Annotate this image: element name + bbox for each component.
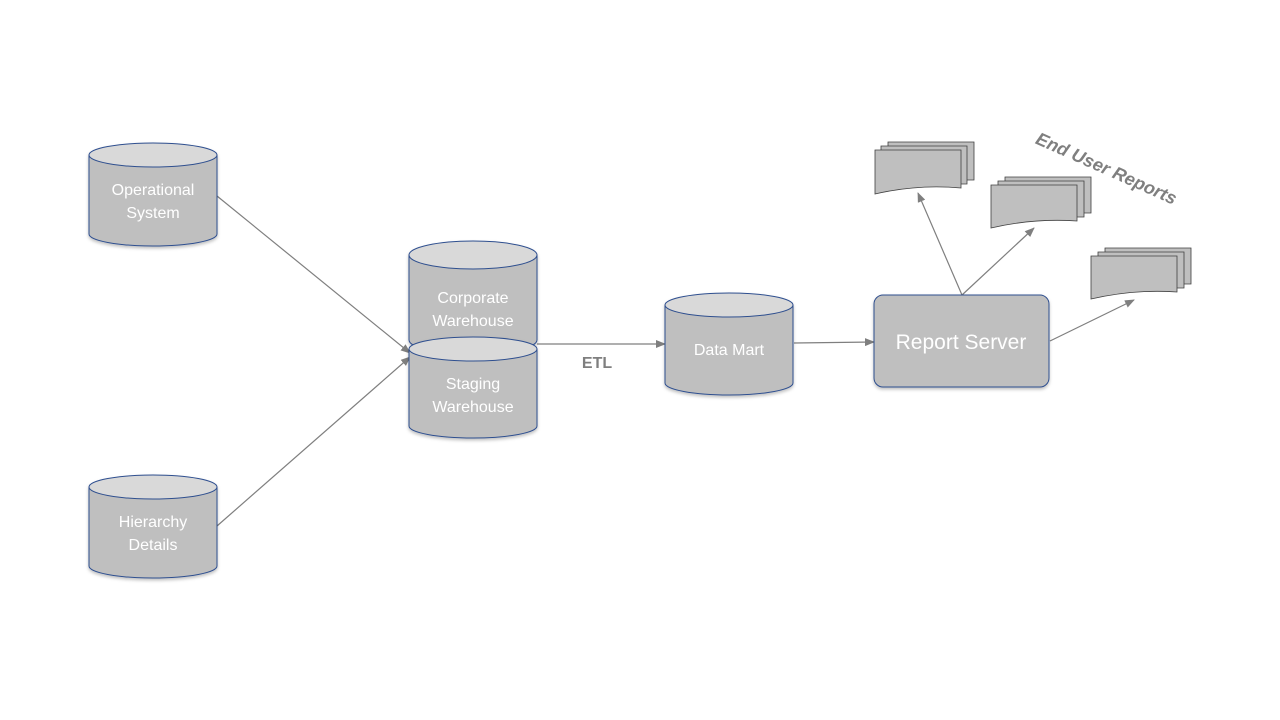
staging-warehouse-label-line2: Warehouse: [432, 399, 513, 416]
hierarchy-details-label-line1: Hierarchy: [119, 514, 187, 531]
operational-system-database: [88, 142, 218, 247]
data-mart-label: Data Mart: [694, 342, 765, 359]
staging-warehouse-database: [408, 336, 538, 439]
data-mart-database: [664, 292, 794, 396]
operational-system-label-line1: Operational: [112, 182, 195, 199]
operational-system-label-line2: System: [126, 205, 179, 222]
hierarchy-details-label-line2: Details: [129, 537, 178, 554]
report-documents-2: [990, 176, 1092, 229]
connector-datamart-to-reportserver: [793, 338, 875, 347]
corporate-warehouse-database: [408, 240, 538, 355]
corporate-warehouse-label-line2: Warehouse: [432, 313, 513, 330]
staging-warehouse-label-line1: Staging: [446, 376, 500, 393]
report-documents-3: [1090, 247, 1192, 300]
connector-report-2: [961, 227, 1035, 296]
connector-report-3: [1049, 299, 1135, 342]
connector-report-1: [917, 192, 963, 296]
connector-hierarchy-to-staging: [216, 356, 411, 527]
connectors: [216, 192, 1135, 527]
report-server-label: Report Server: [896, 331, 1027, 354]
etl-label: ETL: [582, 355, 612, 372]
corporate-warehouse-label-line1: Corporate: [437, 290, 508, 307]
report-documents-1: [874, 141, 975, 195]
report-server-box: [873, 294, 1050, 388]
connector-operational-to-staging: [216, 195, 411, 354]
hierarchy-details-database: [88, 474, 218, 579]
